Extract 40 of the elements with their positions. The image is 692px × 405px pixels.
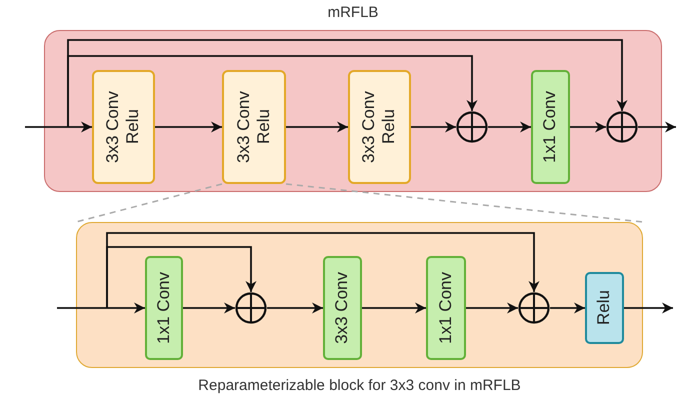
block-label: 3x3 Conv (332, 272, 352, 344)
block-label: 3x3 Conv Relu (234, 90, 274, 164)
block-label: 3x3 Conv Relu (359, 90, 399, 164)
conv-block (530, 70, 570, 184)
arrow (286, 122, 348, 132)
arrow (106, 232, 540, 308)
activation-block (584, 272, 624, 344)
arrow (155, 122, 222, 132)
arrow (550, 302, 585, 314)
arrow (411, 122, 456, 132)
dashed-guide-line (76, 183, 222, 223)
block-caption: Reparameterizable block for 3x3 conv in mRFLB (197, 377, 522, 394)
arrow (267, 302, 323, 314)
arrow (488, 122, 531, 132)
sum-node (234, 292, 266, 324)
sum-node (518, 292, 550, 324)
block-label: 1x1 Conv (154, 272, 174, 344)
block-title: mRFLB (326, 4, 380, 21)
block-label: 1x1 Conv (540, 90, 560, 162)
arrow (25, 122, 92, 132)
arrow (466, 302, 518, 314)
sum-node (606, 110, 638, 142)
conv-block (222, 70, 286, 184)
arrow (638, 122, 676, 132)
block-label: 3x3 Conv Relu (103, 90, 143, 164)
conv-block (322, 256, 362, 360)
block-label: 1x1 Conv (436, 272, 456, 344)
arrow (183, 302, 235, 314)
arrow (624, 302, 673, 314)
conv-block (348, 70, 410, 184)
block-label: Relu (594, 290, 614, 325)
dashed-guide-line (286, 183, 644, 223)
conv-block (144, 256, 182, 360)
arrow (362, 302, 426, 314)
arrow (57, 302, 145, 314)
arrow (570, 122, 606, 132)
conv-block (426, 256, 466, 360)
arrow (67, 39, 628, 127)
conv-block (92, 70, 154, 184)
sum-node (456, 110, 488, 142)
